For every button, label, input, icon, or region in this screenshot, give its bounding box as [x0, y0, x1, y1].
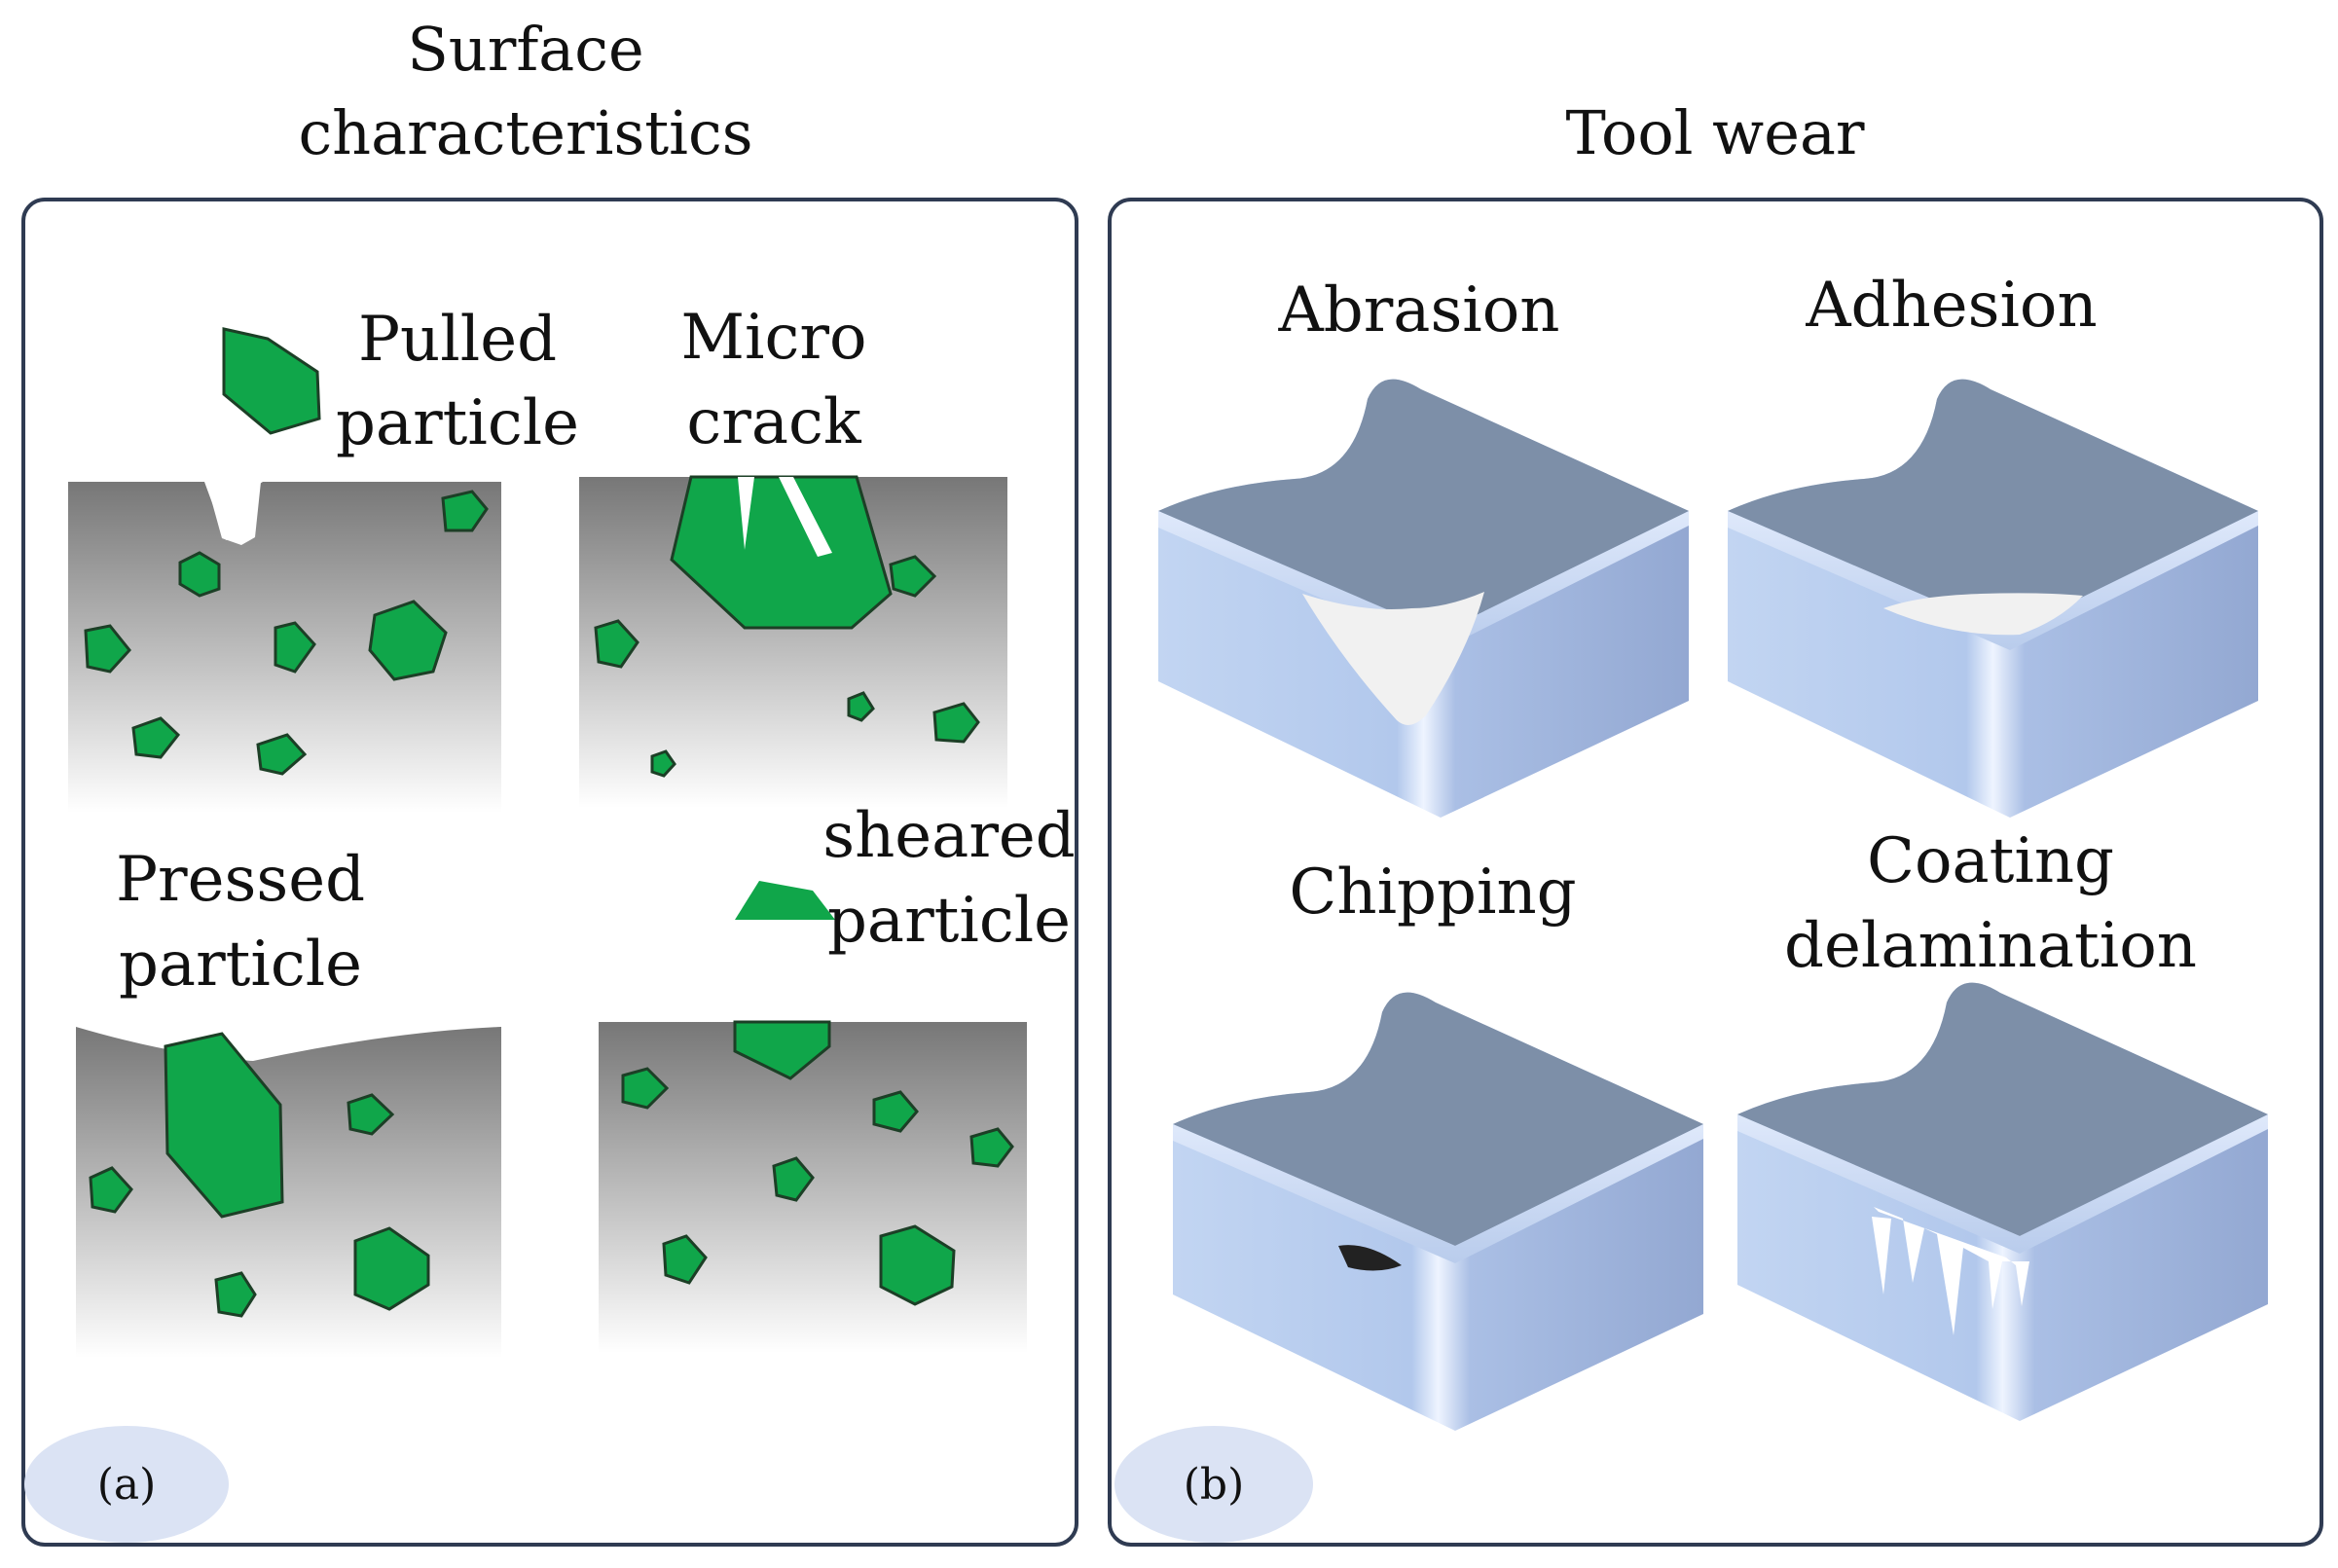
abrasion-wear-mark: [1302, 592, 1484, 725]
tool-rake-face: [1728, 379, 2258, 633]
sheared-particle-diagram: sheared particle: [599, 800, 1076, 1353]
sheared-particle-base: [733, 1020, 831, 1080]
chipping-wear-mark: [1338, 1245, 1402, 1271]
coating-delamination-wear-mark: [1874, 1207, 2029, 1335]
panel-tool-wear: Tool wear Abrasion Adhesion Chipping: [1108, 97, 2323, 1547]
particle: [969, 1127, 1014, 1168]
particle: [650, 749, 676, 778]
panel-b-tag: (b): [1184, 1460, 1245, 1510]
micro-crack-label-line2: crack: [686, 386, 861, 458]
panel-surface-characteristics: Surface characteristics Pulled particle: [21, 14, 1078, 1547]
particle: [889, 555, 937, 598]
particle: [594, 619, 639, 669]
panel-a-tag-ellipse: [24, 1426, 229, 1543]
chipping-tool: [1173, 992, 1703, 1431]
micro-crack-diagram: Micro crack: [579, 302, 1007, 808]
tool-rake-face: [1737, 982, 2268, 1236]
particle: [274, 621, 316, 674]
coating-delamination-wear-mark: [1872, 1217, 1891, 1295]
sheared-particle-label-line1: sheared: [822, 800, 1076, 872]
particle: [353, 1226, 430, 1311]
pressed-particle: [164, 1032, 284, 1219]
panel-a-heading-line1: Surface: [407, 14, 643, 85]
pressed-particle-diagram: Pressed particle: [76, 844, 501, 1358]
panel-b-heading: Tool wear: [1565, 97, 1864, 168]
adhesion-label: Adhesion: [1805, 270, 2097, 342]
particle: [256, 733, 308, 776]
pulled-cavity: [206, 482, 261, 545]
panel-a-tag: (a): [97, 1460, 157, 1510]
chipping-label: Chipping: [1289, 857, 1576, 929]
panel-b-tag-ellipse: [1114, 1426, 1313, 1543]
micro-crack-label-line1: Micro: [681, 302, 867, 374]
particle-group: [84, 490, 489, 776]
particle: [621, 1067, 670, 1110]
particle: [932, 702, 980, 744]
particle: [368, 600, 448, 681]
sheared-particle-label-line2: particle: [827, 885, 1071, 957]
particle: [131, 716, 181, 759]
matrix-block: [76, 1027, 501, 1358]
coating-delamination-label-line1: Coating: [1867, 825, 2114, 897]
particle: [662, 1234, 708, 1285]
pulled-particle-diagram: Pulled particle: [68, 304, 579, 813]
particle: [872, 1090, 919, 1133]
particle: [879, 1224, 956, 1306]
coating-delamination-tool: [1737, 982, 2268, 1421]
pressed-particle-label-line1: Pressed: [116, 844, 365, 916]
adhesion-wear-mark: [1883, 593, 2083, 636]
particle: [89, 1166, 133, 1214]
particle: [772, 1156, 815, 1202]
particle: [84, 624, 131, 674]
pressed-particle-label-line2: particle: [119, 929, 362, 1001]
pulled-particle-label-line1: Pulled: [358, 304, 557, 376]
micro-crack-particle: [670, 475, 893, 630]
particle: [178, 551, 221, 598]
tool-rake-face: [1158, 379, 1689, 633]
abrasion-tool: [1158, 379, 1689, 818]
crack-line: [738, 477, 754, 550]
particle-group: [89, 1093, 430, 1318]
panel-a-heading-line2: characteristics: [298, 97, 752, 168]
abrasion-label: Abrasion: [1278, 274, 1560, 346]
particle: [214, 1271, 257, 1318]
sheared-particle-fragment: [735, 881, 835, 920]
pulled-particle: [222, 327, 321, 435]
particle: [847, 691, 875, 722]
particle-group: [621, 1067, 1014, 1306]
pulled-particle-label-line2: particle: [336, 387, 579, 459]
coating-delamination-label-line2: delamination: [1784, 910, 2197, 982]
matrix-block: [599, 1022, 1027, 1353]
particle-group: [594, 555, 980, 778]
crack-line: [779, 477, 832, 557]
tool-rake-face: [1173, 992, 1703, 1246]
particle: [347, 1093, 395, 1136]
particle: [441, 490, 489, 532]
adhesion-tool: [1728, 379, 2258, 818]
